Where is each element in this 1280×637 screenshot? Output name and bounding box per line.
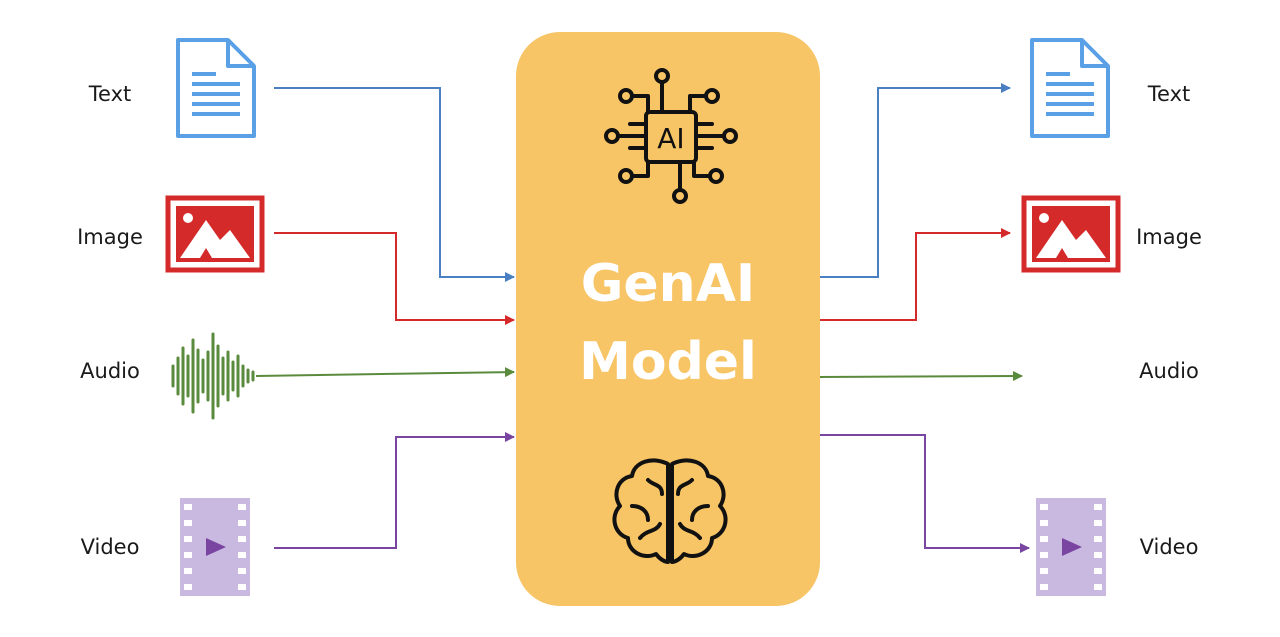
ai-chip-icon bbox=[604, 68, 738, 204]
film-icon bbox=[1036, 498, 1106, 596]
arrow-output-image bbox=[820, 228, 1011, 321]
output-label-image: Image bbox=[1136, 225, 1202, 249]
input-label-audio: Audio bbox=[80, 359, 140, 383]
film-icon bbox=[180, 498, 250, 596]
model-title-line1: GenAI bbox=[580, 254, 756, 314]
input-label-image: Image bbox=[77, 225, 143, 249]
output-label-text: Text bbox=[1147, 82, 1191, 106]
input-label-video: Video bbox=[80, 535, 140, 559]
arrow-input-video bbox=[274, 432, 515, 549]
arrow-output-audio bbox=[819, 371, 1023, 382]
ai-chip-label: AI bbox=[657, 122, 684, 155]
model-title-line2: Model bbox=[579, 332, 757, 392]
document-icon bbox=[176, 38, 256, 138]
image-icon bbox=[1021, 195, 1121, 273]
arrow-output-video bbox=[820, 434, 1030, 553]
arrow-input-audio bbox=[255, 367, 515, 378]
output-label-audio: Audio bbox=[1139, 359, 1199, 383]
arrow-input-text bbox=[274, 87, 515, 282]
arrow-input-image bbox=[274, 232, 515, 325]
image-icon bbox=[165, 195, 265, 273]
arrow-output-text bbox=[820, 83, 1011, 278]
waveform-icon bbox=[171, 332, 255, 420]
input-label-text: Text bbox=[88, 82, 132, 106]
document-icon bbox=[1030, 38, 1110, 138]
brain-icon bbox=[612, 458, 728, 564]
output-label-video: Video bbox=[1139, 535, 1199, 559]
